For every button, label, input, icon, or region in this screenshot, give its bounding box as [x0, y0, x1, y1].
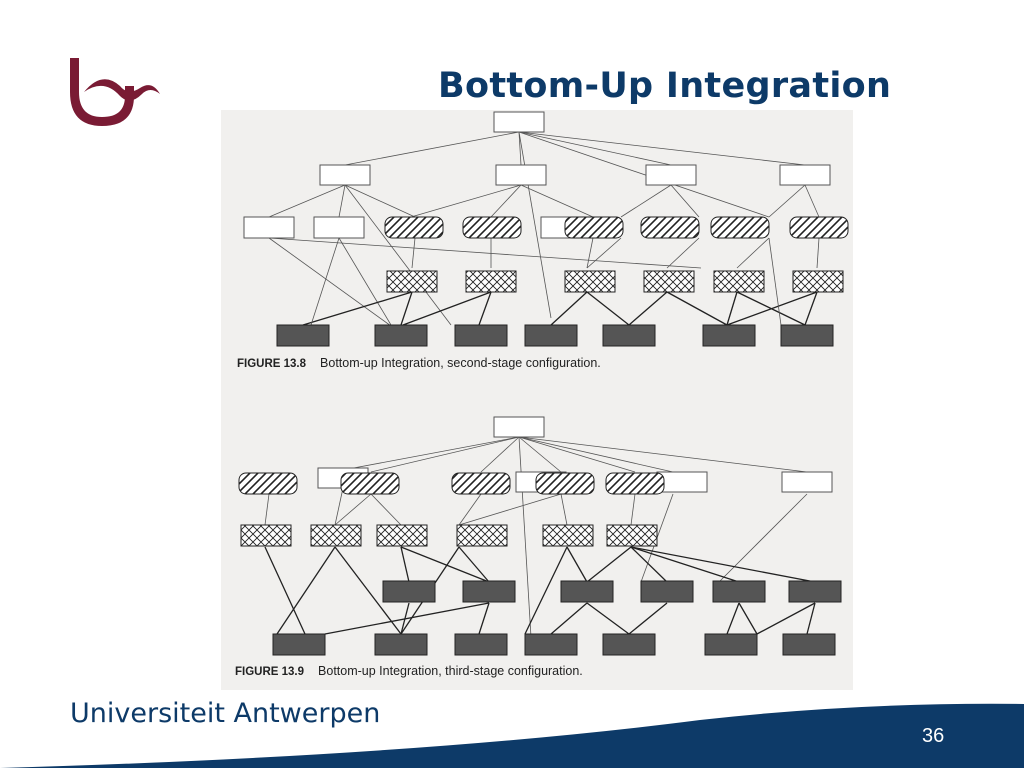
scanned-figures: FIGURE 13.8 Bottom-up Integration, second… [221, 110, 853, 690]
figure-13-8-boxes [243, 111, 849, 347]
figure-13-9-caption: FIGURE 13.9 Bottom-up Integration, third-… [235, 664, 583, 678]
figure-13-9-number: FIGURE 13.9 [235, 666, 305, 678]
page-number: 36 [922, 725, 945, 747]
figure-13-9-caption-text: Bottom-up Integration, third-stage confi… [318, 664, 583, 678]
figure-13-9-boxes [238, 416, 842, 656]
figure-13-8-number: FIGURE 13.8 [237, 358, 307, 370]
figure-13-8-caption-text: Bottom-up Integration, second-stage conf… [320, 356, 601, 370]
university-name: Universiteit Antwerpen [70, 698, 381, 729]
figure-13-8-diagram [268, 131, 820, 327]
figure-13-9-diagram [264, 436, 816, 638]
university-logo [70, 58, 160, 126]
footer-band [0, 703, 1024, 768]
figure-13-8-caption: FIGURE 13.8 Bottom-up Integration, second… [237, 356, 601, 370]
slide-title: Bottom-Up Integration [438, 66, 892, 106]
